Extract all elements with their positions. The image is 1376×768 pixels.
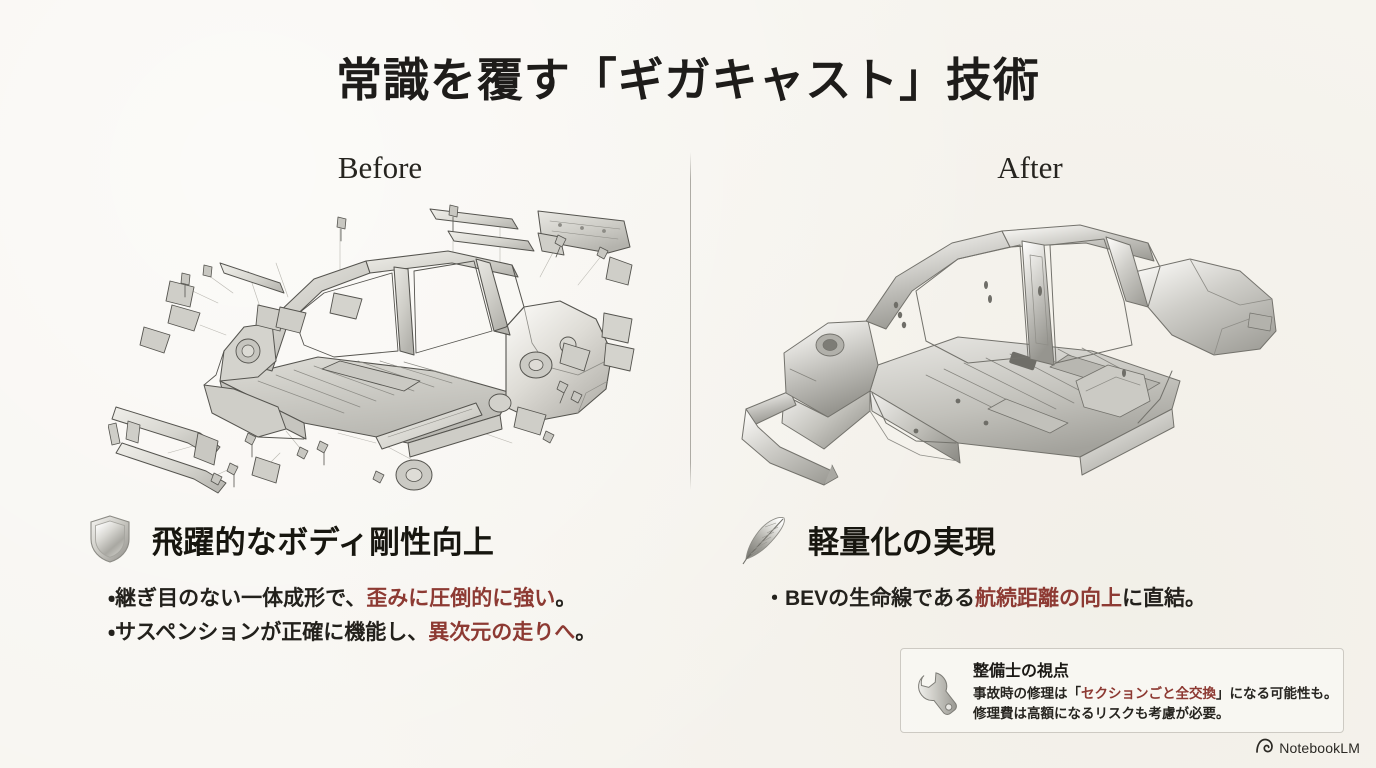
feature-bullets-rigidity: ・継ぎ目のない一体成形で、歪みに圧倒的に強い。 ・サスペンションが正確に機能し、… [84, 582, 684, 650]
feature-title-weight: 軽量化の実現 [808, 524, 996, 560]
feature-heading-rigidity: 飛躍的なボディ剛性向上 [84, 508, 684, 570]
column-divider [690, 152, 691, 490]
bullet-suffix: 。 [555, 587, 577, 610]
callout-text-body: 整備士の視点 事故時の修理は「セクションごと全交換」になる可能性も。 修理費は高… [973, 657, 1338, 725]
callout-title: 整備士の視点 [973, 662, 1070, 680]
column-header-before: Before [337, 150, 423, 185]
callout-line1-highlight: セクションごと全交換 [1081, 685, 1216, 701]
bullet-suffix: 。 [575, 621, 597, 645]
callout-line1-prefix: 事故時の修理は「 [973, 685, 1081, 701]
feature-block-rigidity: 飛躍的なボディ剛性向上 ・継ぎ目のない一体成形で、歪みに圧倒的に強い。 ・サスペ… [84, 508, 684, 650]
bullet-highlight: 航続距離の向上 [974, 587, 1122, 610]
bullet-item: ・継ぎ目のない一体成形で、歪みに圧倒的に強い。 [108, 582, 684, 616]
bullet-prefix: ・継ぎ目のない一体成形で、 [108, 587, 367, 610]
bullet-item: ・BEVの生命線である航続距離の向上に直結。 [764, 582, 1340, 616]
exploded-car-diagram [108, 185, 678, 495]
callout-line1-suffix: 」になる可能性も。 [1216, 685, 1338, 701]
column-header-after: After [997, 150, 1063, 185]
bullet-item: ・サスペンションが正確に機能し、異次元の走りへ。 [108, 616, 684, 650]
mechanic-viewpoint-callout: 整備士の視点 事故時の修理は「セクションごと全交換」になる可能性も。 修理費は高… [900, 648, 1344, 733]
page-title: 常識を覆す「ギガキャスト」技術 [336, 55, 1040, 106]
bullet-prefix: ・BEVの生命線である [764, 587, 975, 610]
feature-title-rigidity: 飛躍的なボディ剛性向上 [152, 524, 495, 560]
bullet-highlight: 異次元の走りへ [428, 621, 576, 645]
callout-line-2: 修理費は高額になるリスクも考慮が必要。 [973, 706, 1230, 721]
gigacast-body-diagram [720, 195, 1300, 495]
bullet-prefix: ・サスペンションが正確に機能し、 [108, 621, 429, 645]
bullet-suffix: に直結。 [1121, 587, 1206, 610]
notebooklm-spiral-icon [1256, 738, 1274, 758]
feature-bullets-weight: ・BEVの生命線である航続距離の向上に直結。 [740, 582, 1340, 616]
notebooklm-label: NotebookLM [1279, 740, 1360, 756]
callout-line-1: 事故時の修理は「セクションごと全交換」になる可能性も。 [973, 684, 1338, 704]
feature-heading-weight: 軽量化の実現 [740, 508, 1340, 570]
feature-block-weight: 軽量化の実現 ・BEVの生命線である航続距離の向上に直結。 [740, 508, 1340, 616]
notebooklm-brand: NotebookLM [1256, 738, 1360, 758]
feather-icon [740, 511, 792, 567]
bullet-highlight: 歪みに圧倒的に強い [366, 587, 556, 610]
wrench-icon [911, 662, 969, 720]
shield-icon [84, 511, 136, 567]
